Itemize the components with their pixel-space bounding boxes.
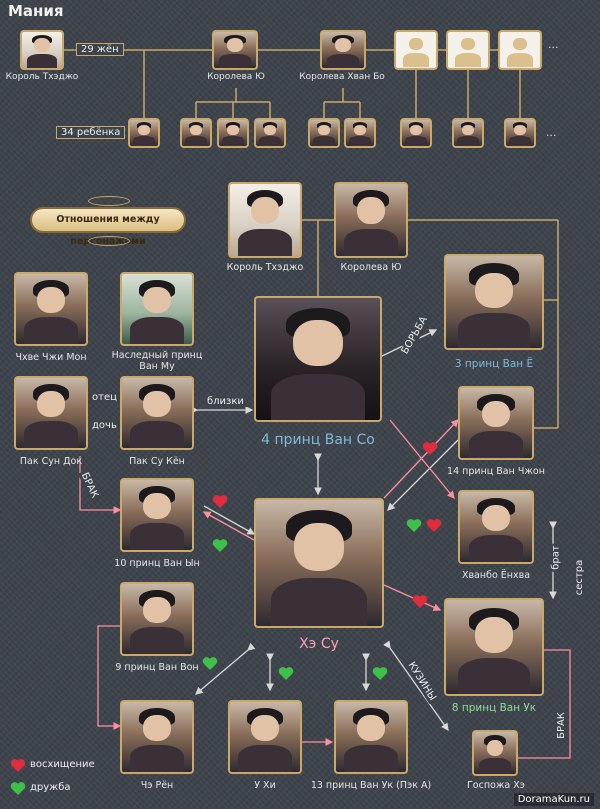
friendship-heart-icon <box>406 519 422 532</box>
relation-brother: брат <box>550 543 562 572</box>
legend-admiration: восхищение <box>30 759 95 770</box>
label-hae-su: Хэ Су <box>299 636 339 652</box>
admiration-heart-icon <box>422 442 438 455</box>
portrait-hae-su <box>254 498 384 628</box>
legend-friendship-icon <box>10 782 26 795</box>
label-wang-mu: Наследный принц Ван Му <box>111 350 203 372</box>
label-pak-su-kyon: Пак Су Кён <box>129 456 185 467</box>
banner-ornament <box>88 236 130 246</box>
child-thumbnail <box>400 118 432 148</box>
label-pak-sun-dok: Пак Сун Док <box>19 456 83 467</box>
friendship-heart-icon <box>212 539 228 552</box>
label-chhve: Чхве Чжи Мон <box>15 352 87 363</box>
relation-sister: сестра <box>574 557 586 598</box>
king-thumbnail <box>20 30 64 70</box>
child-thumbnail <box>344 118 376 148</box>
unknown-wife-icon <box>446 30 490 70</box>
portrait-chhve <box>14 272 88 346</box>
child-thumbnail <box>217 118 249 148</box>
relations-banner: Отношения между персонажами <box>30 207 186 247</box>
portrait-wang-won <box>120 582 194 656</box>
child-thumbnail <box>180 118 212 148</box>
wives-count: 29 жён <box>76 43 124 56</box>
portrait-wang-eun <box>120 478 194 552</box>
portrait-u-hi <box>228 700 302 774</box>
portrait-king <box>228 182 302 258</box>
portrait-pak-su-kyon <box>120 376 194 450</box>
king-label: Король Тхэджо <box>5 72 79 82</box>
portrait-lady-hae <box>472 730 518 776</box>
relation-daughter: дочь <box>89 420 120 431</box>
queen-yu-thumbnail <box>212 30 258 70</box>
portrait-wang-wook <box>444 598 544 696</box>
label-che-ryong: Чэ Рён <box>140 780 174 791</box>
label-u-hi: У Хи <box>254 780 276 791</box>
label-wang-eun: 10 принц Ван Ын <box>114 558 200 569</box>
child-thumbnail <box>504 118 536 148</box>
relation-close: близки <box>204 396 247 407</box>
portrait-hwangbo <box>458 490 534 564</box>
page-title: Мания <box>8 2 64 20</box>
relation-father: отец <box>89 392 120 403</box>
child-thumbnail <box>128 118 160 148</box>
friendship-heart-icon <box>372 667 388 680</box>
portrait-wang-wook13 <box>334 700 408 774</box>
children-count: 34 ребёнка <box>56 126 126 139</box>
watermark: DoramaKun.ru <box>513 793 594 806</box>
queen-hwangbo-thumbnail <box>320 30 366 70</box>
admiration-heart-icon <box>426 519 442 532</box>
more-children-ellipsis: ... <box>546 126 557 139</box>
child-thumbnail <box>254 118 286 148</box>
label-wang-wook13: 13 принц Ван Ук (Пэк А) <box>310 780 432 791</box>
portrait-pak-sun-dok <box>14 376 88 450</box>
portrait-wang-jung <box>458 386 534 460</box>
queen-hwangbo-label: Королева Хван Бо <box>299 72 385 82</box>
label-wang-so: 4 принц Ван Со <box>261 432 375 448</box>
banner-ornament <box>88 196 130 206</box>
queen-yu-label: Королева Ю <box>207 72 265 82</box>
relation-marriage-right: БРАК <box>555 710 567 741</box>
child-thumbnail <box>308 118 340 148</box>
portrait-wang-mu <box>120 272 194 346</box>
label-lady-hae: Госпожа Хэ <box>467 780 525 791</box>
unknown-wife-icon <box>498 30 542 70</box>
friendship-heart-icon <box>278 667 294 680</box>
label-wang-jung: 14 принц Ван Чжон <box>447 466 545 477</box>
legend-admiration-icon <box>10 759 26 772</box>
more-wives-ellipsis: ... <box>548 38 559 51</box>
portrait-wang-yo <box>444 254 544 350</box>
admiration-heart-icon <box>212 495 228 508</box>
label-hwangbo: Хванбо Ёнхва <box>461 570 531 581</box>
label-king: Король Тхэджо <box>226 262 304 273</box>
legend-friendship: дружба <box>30 782 71 793</box>
unknown-wife-icon <box>394 30 438 70</box>
label-wang-wook: 8 принц Ван Ук <box>451 702 537 714</box>
label-queen: Королева Ю <box>340 262 402 273</box>
portrait-che-ryong <box>120 700 194 774</box>
admiration-heart-icon <box>412 595 428 608</box>
child-thumbnail <box>452 118 484 148</box>
label-wang-won: 9 принц Ван Вон <box>115 662 199 673</box>
portrait-wang-so <box>254 296 382 422</box>
label-wang-yo: 3 принц Ван Ё <box>454 358 534 370</box>
friendship-heart-icon <box>202 657 218 670</box>
portrait-queen <box>334 182 408 258</box>
